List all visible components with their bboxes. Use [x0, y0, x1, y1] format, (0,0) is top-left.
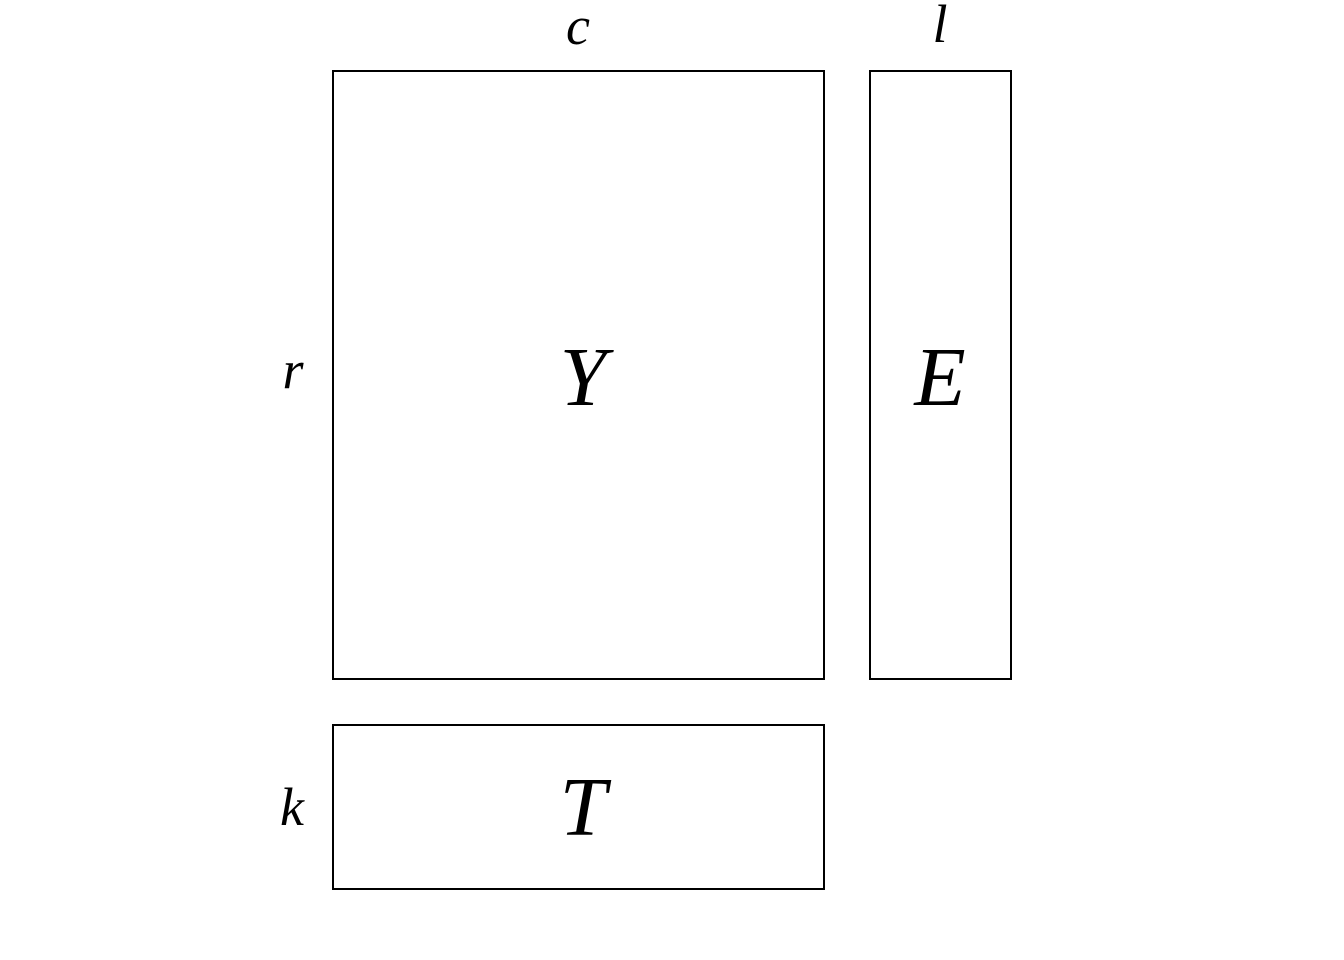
- matrix-t-label: T: [559, 761, 607, 854]
- dimension-k-label: k: [280, 777, 304, 837]
- matrix-t-box: [332, 724, 825, 890]
- matrix-e-box: [869, 70, 1012, 680]
- dimension-r-label: r: [282, 340, 304, 400]
- matrix-y-box: [332, 70, 825, 680]
- matrix-e-label: E: [914, 331, 966, 424]
- dimension-c-label: c: [566, 0, 590, 56]
- matrix-y-label: Y: [559, 331, 607, 424]
- dimension-l-label: l: [932, 0, 948, 54]
